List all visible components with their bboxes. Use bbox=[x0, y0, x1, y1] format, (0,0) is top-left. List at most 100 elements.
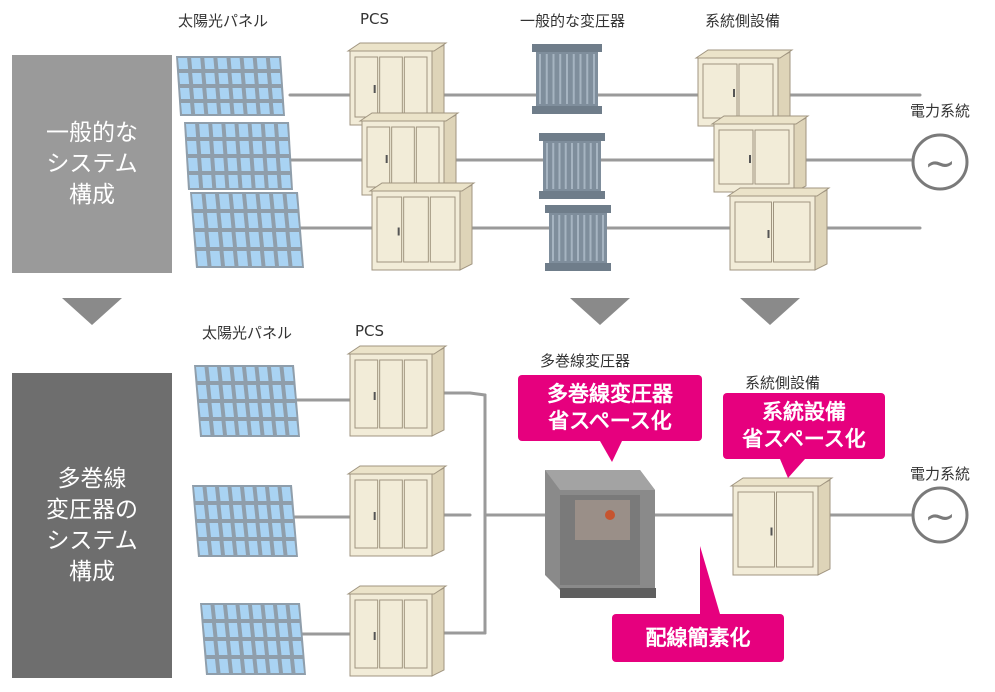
header-solar-panel-top: 太陽光パネル bbox=[178, 12, 269, 30]
callout-grid-side-text: 系統設備 省スペース化 bbox=[742, 400, 866, 451]
panel-cell bbox=[253, 623, 264, 637]
panel-frame bbox=[192, 485, 298, 557]
panel-cell bbox=[272, 103, 283, 114]
panel-cell bbox=[217, 58, 228, 69]
panel-cell bbox=[280, 641, 290, 655]
panel-cell bbox=[228, 623, 239, 637]
panel-cell bbox=[289, 232, 301, 247]
panel-cell bbox=[210, 251, 221, 266]
panel-cell bbox=[197, 385, 208, 399]
panel-cell bbox=[245, 88, 256, 99]
panel-cell bbox=[251, 124, 262, 137]
panel-cell bbox=[235, 385, 245, 399]
panel-cell bbox=[291, 623, 301, 637]
pcs-cabinet-bottom-1 bbox=[346, 345, 448, 437]
panel-cell bbox=[192, 194, 203, 209]
panel-cell bbox=[272, 385, 283, 399]
cabinet-door bbox=[354, 599, 379, 669]
cabinet-door bbox=[354, 479, 379, 549]
panel-cell bbox=[213, 421, 223, 435]
panel-cell bbox=[242, 641, 253, 655]
panel-cell bbox=[241, 175, 252, 188]
panel-cell bbox=[239, 605, 250, 619]
cabinet-front bbox=[729, 195, 816, 271]
cabinet-handle bbox=[733, 89, 735, 97]
panel-cell bbox=[212, 124, 223, 137]
cabinet-top bbox=[694, 49, 794, 59]
panel-cell bbox=[225, 124, 236, 137]
panel-cell bbox=[264, 605, 275, 619]
mw-transformer-top bbox=[545, 470, 655, 490]
pcs-cabinet-bottom-3 bbox=[346, 585, 448, 677]
panel-cell bbox=[208, 367, 219, 381]
panel-cell bbox=[194, 103, 205, 114]
panel-cell bbox=[294, 659, 304, 673]
callout-box bbox=[723, 393, 885, 459]
panel-cell bbox=[227, 605, 237, 619]
panel-cell bbox=[203, 623, 214, 637]
panel-cell bbox=[193, 213, 205, 228]
panel-cell bbox=[258, 505, 268, 519]
cabinet-top bbox=[346, 585, 448, 595]
callout-box bbox=[612, 614, 784, 662]
arrow-down-grid-side bbox=[740, 298, 800, 325]
panel-cell bbox=[181, 103, 192, 114]
cabinet-front bbox=[732, 485, 819, 576]
cabinet-front bbox=[371, 190, 461, 271]
panel-cell bbox=[250, 251, 262, 266]
panel-cell bbox=[250, 421, 261, 435]
arrow-down-left bbox=[62, 298, 122, 325]
panel-cell bbox=[276, 232, 287, 247]
arrow-down-transformer bbox=[570, 298, 630, 325]
cabinet-top bbox=[346, 42, 448, 52]
panel-cell bbox=[214, 158, 225, 171]
panel-cell bbox=[241, 623, 251, 637]
pcs-cabinet-bottom-2 bbox=[346, 465, 448, 557]
ac-circle bbox=[911, 486, 969, 544]
cabinet-side bbox=[459, 184, 473, 271]
panel-cell bbox=[223, 251, 235, 266]
panel-cell bbox=[264, 124, 275, 137]
panel-cell bbox=[288, 421, 298, 435]
panel-cell bbox=[194, 487, 204, 501]
cabinet-side bbox=[777, 51, 791, 127]
header-pcs-bottom: PCS bbox=[355, 322, 385, 340]
callout-grid-side bbox=[723, 393, 885, 478]
cabinet-door bbox=[403, 196, 429, 263]
panel-cell bbox=[219, 88, 230, 99]
panel-cell bbox=[238, 421, 248, 435]
panel-cell bbox=[186, 124, 197, 137]
panel-cell bbox=[273, 194, 284, 209]
panel-cell bbox=[233, 505, 243, 519]
panel-cell bbox=[277, 251, 289, 266]
panel-cell bbox=[266, 623, 276, 637]
panel-cell bbox=[275, 421, 286, 435]
top-system-title-box: 一般的な システム 構成 bbox=[12, 55, 172, 273]
transformer-top-3 bbox=[545, 205, 611, 271]
panel-cell bbox=[216, 623, 226, 637]
cabinet-door bbox=[403, 479, 428, 549]
pcs-cabinet-top-3 bbox=[368, 182, 476, 271]
callout-tail bbox=[600, 441, 622, 462]
panel-cell bbox=[278, 623, 289, 637]
ac-symbol-text: ~ bbox=[924, 494, 956, 538]
panel-cell bbox=[187, 141, 198, 154]
cabinet-door bbox=[379, 599, 403, 669]
panel-cell bbox=[195, 232, 206, 247]
panel-cell bbox=[227, 158, 238, 171]
cabinet-door bbox=[773, 201, 811, 263]
panel-cell bbox=[262, 232, 274, 247]
cabinet-top bbox=[358, 112, 460, 122]
header-transformer-top: 一般的な変圧器 bbox=[520, 12, 626, 30]
solar-panel-top-2 bbox=[184, 122, 293, 190]
cabinet-door bbox=[379, 359, 403, 429]
header-transformer-bottom: 多巻線変圧器 bbox=[540, 352, 631, 370]
cabinet-door bbox=[776, 491, 814, 568]
panel-cell bbox=[261, 213, 272, 228]
cabinet-top bbox=[346, 345, 448, 355]
panel-cell bbox=[278, 141, 289, 154]
transformer-top-1 bbox=[532, 44, 602, 114]
cabinet-door bbox=[702, 63, 738, 119]
bottom-system-title-box: 多巻線 変圧器の システム 構成 bbox=[12, 373, 172, 678]
